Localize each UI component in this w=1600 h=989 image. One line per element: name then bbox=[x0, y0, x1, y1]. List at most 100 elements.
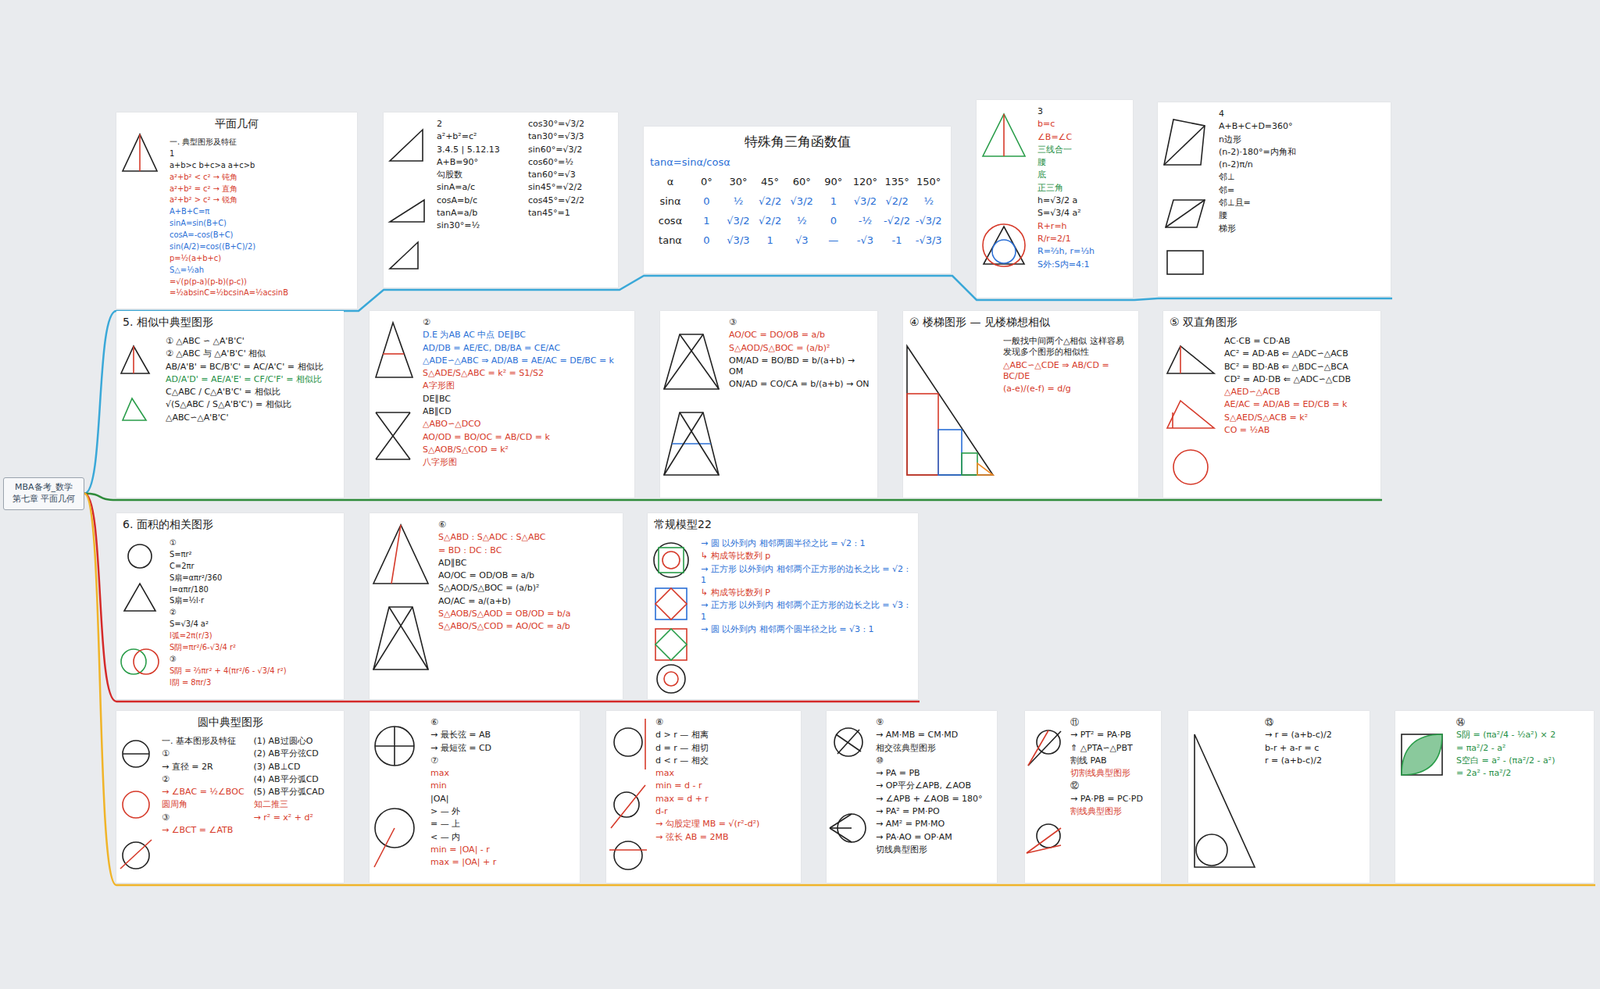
text-column: ⑬→ r = (a+b-c)/2b-r + a-r = cr = (a+b-c)… bbox=[1264, 717, 1364, 768]
note-card: ⑤ 双直角图形AC·CB = CD·ABAC² = AD·AB ⇐ △ADC∽△… bbox=[1163, 310, 1381, 498]
note-text: → ∠BCT = ∠ATB bbox=[161, 825, 247, 836]
figure-polygon bbox=[122, 398, 147, 421]
figure-circle bbox=[664, 671, 679, 686]
note-heading: ⑤ 双直角图形 bbox=[1169, 315, 1375, 330]
note-text: S=√3/4 a² bbox=[169, 619, 338, 630]
note-card: ⑥→ 最长弦 = AB→ 最短弦 = CD⑦maxmin|OA|> — 外= —… bbox=[369, 710, 580, 883]
figure-polygon bbox=[982, 114, 1025, 157]
note-text: AC² = AD·AB ⇐ △ADC∽△ACB bbox=[1224, 348, 1375, 360]
note-text: → PA² = PM·PO bbox=[875, 806, 991, 818]
note-text: ① bbox=[161, 748, 247, 760]
figure-line bbox=[644, 718, 647, 770]
figure-line bbox=[382, 353, 404, 355]
figure-polygon bbox=[124, 583, 156, 611]
note-text: ② △ABC 与 △A'B'C' 相似 bbox=[165, 348, 338, 360]
note-text: 三线合一 bbox=[1037, 144, 1127, 156]
figure-line bbox=[389, 607, 429, 670]
figure-circle bbox=[122, 740, 150, 768]
note-text: 3 bbox=[1037, 106, 1127, 118]
text-column: ⑭S阴 = (πa²/4 - ½a²) × 2= πa²/2 - a²S空白 =… bbox=[1456, 717, 1588, 781]
note-illustration bbox=[116, 112, 164, 288]
note-text: √2/2 bbox=[753, 195, 786, 209]
figure-line bbox=[1026, 845, 1061, 854]
note-text: AD/A'D' = AE/A'E' = CF/C'F' = 相似比 bbox=[165, 374, 338, 386]
note-text: 一般找中间两个△相似 这样容易发现多个图形的相似性 bbox=[1003, 335, 1133, 359]
note-illustration bbox=[116, 310, 160, 498]
note-text: (n-2)·180°=内角和 bbox=[1218, 146, 1385, 158]
figure-line bbox=[375, 458, 411, 461]
figure-line bbox=[829, 828, 852, 843]
figure-polygon bbox=[373, 607, 429, 670]
note-text: → PA = PB bbox=[875, 767, 991, 779]
note-text: √2/2 bbox=[753, 214, 786, 229]
note-card: ⑬→ r = (a+b-c)/2b-r + a-r = cr = (a+b-c)… bbox=[1188, 710, 1370, 883]
figure-circle bbox=[834, 728, 863, 757]
note-text: ⑨ bbox=[875, 717, 991, 729]
note-text: b=c bbox=[1037, 118, 1127, 130]
note-text: < — 内 bbox=[430, 832, 574, 843]
figure-rect bbox=[658, 547, 684, 573]
note-text: √3 bbox=[785, 234, 818, 248]
note-text: → ∠APB + ∠AOB = 180° bbox=[875, 793, 991, 805]
note-card: 5. 相似中典型图形① △ABC ∽ △A'B'C'② △ABC 与 △A'B'… bbox=[116, 310, 344, 498]
figure-shade bbox=[1401, 734, 1443, 775]
note-text: tan30°=√3/3 bbox=[528, 131, 612, 143]
note-text: l阴 = 8πr/3 bbox=[169, 678, 338, 689]
text-column: → 圆 以外到内 相邻两圆半径之比 = √2 : 1↳ 构成等比数列 p→ 正方… bbox=[700, 538, 912, 637]
figure-polygon bbox=[122, 134, 158, 172]
note-text: -½ bbox=[849, 214, 882, 229]
text-column: ⑧d > r — 相离d = r — 相切d < r — 相交maxmin = … bbox=[655, 717, 795, 845]
figure-rect bbox=[655, 588, 687, 620]
note-text: ⑧ bbox=[655, 717, 795, 729]
note-text: S阴 = (πa²/4 - ½a²) × 2 bbox=[1456, 729, 1588, 741]
text-column: ①S=πr²C=2πrS扇=απr²/360l=απr/180S扇=½l·r②S… bbox=[169, 538, 338, 690]
note-text: △ADE∽△ABC ⇒ AD/AB = AE/AC = DE/BC = k bbox=[422, 355, 629, 367]
branch-connector bbox=[84, 493, 117, 886]
figure-polygon bbox=[664, 334, 719, 390]
note-text: √(S△ABC / S△A'B'C') = 相似比 bbox=[165, 399, 338, 411]
note-text: -√3 bbox=[849, 234, 882, 248]
note-heading: ④ 楼梯图形 — 见楼梯想相似 bbox=[909, 315, 1133, 330]
note-text: 邻⊥ bbox=[1218, 171, 1385, 183]
note-text: DE∥BC bbox=[422, 393, 629, 405]
heading-area: ④ 楼梯图形 — 见楼梯想相似 bbox=[909, 315, 1133, 332]
note-text: √3/2 bbox=[785, 195, 818, 209]
note-text: → 圆 以外到内 相邻两圆半径之比 = √2 : 1 bbox=[700, 538, 912, 550]
note-text: max bbox=[430, 767, 574, 779]
note-text: cosA=-cos(B+C) bbox=[169, 230, 351, 241]
note-text: 割线典型图形 bbox=[1070, 806, 1155, 818]
heading-area: 常规模型22 bbox=[653, 517, 912, 534]
note-text: 60° bbox=[785, 175, 818, 190]
note-text: cosA=b/c bbox=[436, 195, 521, 207]
note-text: 1 bbox=[690, 214, 723, 229]
note-text: tanα bbox=[650, 234, 691, 248]
note-text: 勾股数 bbox=[436, 169, 521, 181]
figure-line bbox=[393, 726, 396, 766]
figure-line bbox=[1179, 346, 1182, 374]
figure-line bbox=[664, 334, 704, 390]
figure-circle bbox=[614, 792, 640, 818]
note-text: 3.4.5 | 5.12.13 bbox=[436, 144, 521, 156]
figure-line bbox=[671, 442, 711, 445]
figure-polygon bbox=[373, 525, 429, 584]
figure-line bbox=[122, 753, 150, 755]
note-text: A+B=90° bbox=[436, 157, 521, 168]
note-text: -1 bbox=[881, 234, 914, 248]
figure-polygon bbox=[1165, 200, 1205, 228]
note-text: AO/OC = DO/OB = a/b bbox=[728, 329, 872, 341]
note-card: 特殊角三角函数值tanα=sinα/cosαα0°30°45°60°90°120… bbox=[643, 126, 951, 274]
note-text: max = d + r bbox=[655, 793, 795, 805]
note-text: AD/DB = AE/EC, DB/BA = CE/AC bbox=[422, 342, 629, 354]
figure-rect bbox=[655, 628, 687, 661]
figure-line bbox=[835, 734, 861, 752]
figure-polygon bbox=[389, 242, 418, 269]
note-text: ⑬ bbox=[1264, 717, 1364, 729]
note-card: 6. 面积的相关图形①S=πr²C=2πrS扇=απr²/360l=απr/18… bbox=[116, 513, 344, 700]
note-text: ½ bbox=[912, 195, 945, 209]
note-text: C△ABC / C△A'B'C' = 相似比 bbox=[165, 386, 338, 398]
note-illustration bbox=[903, 310, 997, 498]
figure-line bbox=[391, 525, 401, 584]
figure-line bbox=[1026, 828, 1061, 854]
figure-line bbox=[120, 839, 152, 869]
note-text: = 2a² - πa²/2 bbox=[1456, 767, 1588, 779]
